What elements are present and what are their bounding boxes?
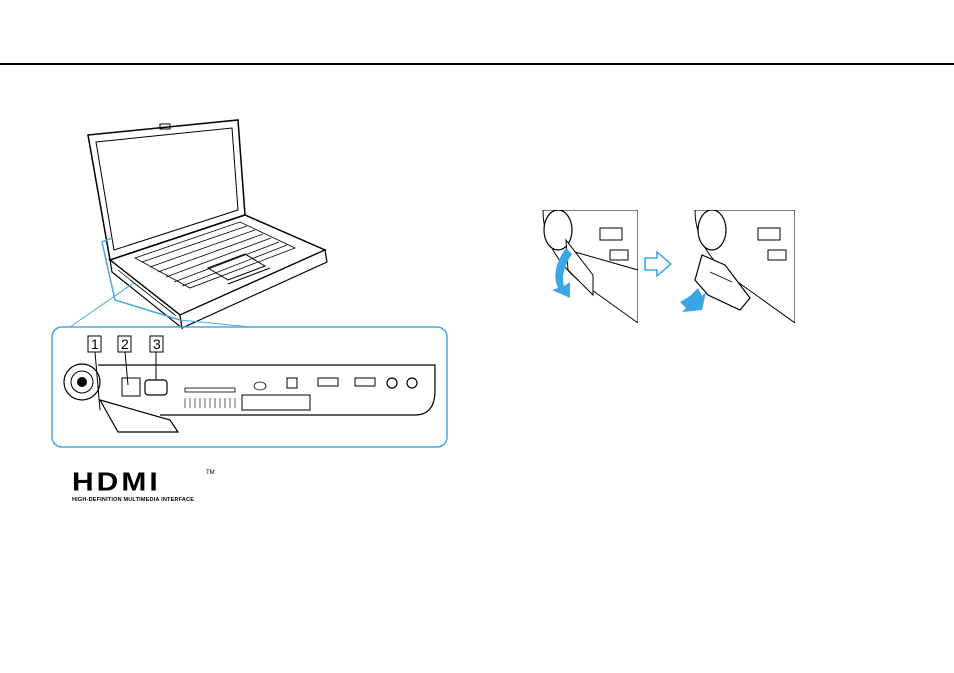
laptop-illustration: 1 2 3 bbox=[40, 110, 460, 455]
header-rule bbox=[0, 63, 954, 65]
callout-2-label: 2 bbox=[121, 336, 129, 352]
callout-1-label: 1 bbox=[91, 336, 99, 352]
port-cover-step-1 bbox=[538, 210, 638, 323]
hdmi-logo-word: HDMI bbox=[72, 470, 161, 496]
callout-3-label: 3 bbox=[153, 336, 161, 352]
hdmi-logo: HDMI TM HIGH-DEFINITION MULTIMEDIA INTER… bbox=[72, 470, 222, 506]
port-cover-step-2 bbox=[640, 210, 795, 323]
callout-3: 3 bbox=[150, 336, 163, 380]
hdmi-logo-trademark: TM bbox=[206, 470, 215, 476]
hdmi-logo-tagline: HIGH-DEFINITION MULTIMEDIA INTERFACE bbox=[72, 497, 194, 503]
pull-out-arrow bbox=[680, 288, 706, 312]
